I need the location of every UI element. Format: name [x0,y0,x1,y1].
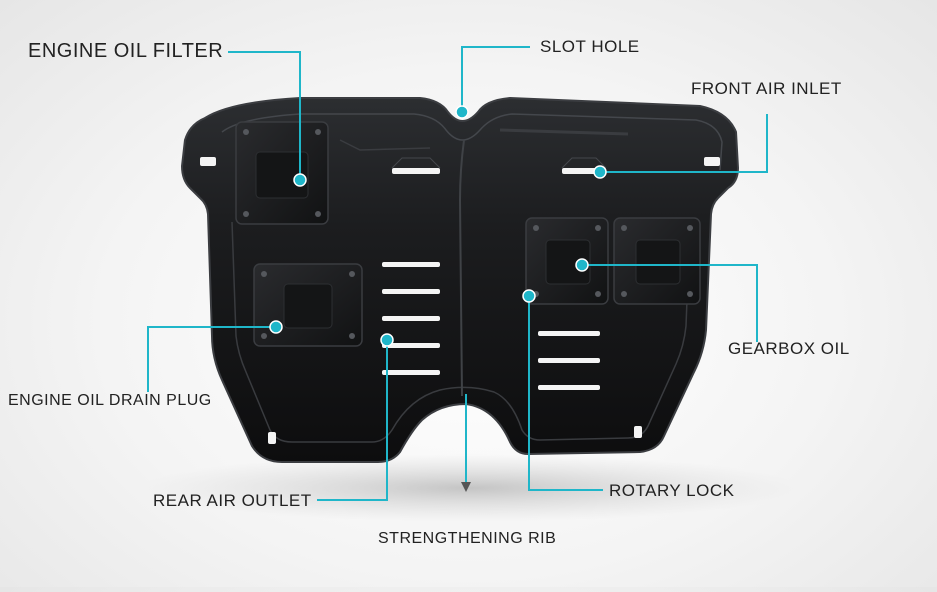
engine-oil-filter-pad [235,121,329,225]
dot-rear-air-outlet [380,333,394,347]
mount-slot-right [704,157,720,166]
label-front-air-inlet: FRONT AIR INLET [691,79,842,98]
callout-gearbox-oil [582,264,758,342]
right-vents [538,331,600,390]
floor-shadow [140,454,800,522]
label-gearbox-oil: GEARBOX OIL [728,339,850,358]
engine-oil-drain-plug-pad [253,263,363,347]
callout-slot-hole [461,46,530,112]
top-vent-left [392,168,440,174]
plate-inner-contour [221,113,723,171]
dot-engine-oil-filter [293,173,307,187]
gearbox-oil-pad [525,217,609,305]
label-slot-hole: SLOT HOLE [540,37,640,56]
dot-gearbox-oil [575,258,589,272]
callout-rotary-lock [528,296,603,491]
dot-rotary-lock [522,289,536,303]
label-rotary-lock: ROTARY LOCK [609,481,735,500]
label-rear-air-outlet: REAR AIR OUTLET [153,491,312,510]
callout-engine-oil-filter [228,51,301,180]
mount-slot-left [200,157,216,166]
label-strengthening-rib: STRENGTHENING RIB [378,530,557,547]
rear-vents [382,262,440,375]
side-ridge-left [339,139,431,151]
label-engine-oil-filter: ENGINE OIL FILTER [28,40,224,62]
dot-front-air-inlet [593,165,607,179]
center-rib [458,139,465,397]
dot-slot-hole [455,105,469,119]
mount-slot-bottom-left [268,432,276,444]
label-engine-oil-drain-plug: ENGINE OIL DRAIN PLUG [8,392,212,409]
callout-front-air-inlet [600,114,768,173]
callout-engine-oil-drain-plug [147,326,276,392]
dot-engine-oil-drain-plug [269,320,283,334]
rib-arrow-icon [461,482,471,492]
callout-lines [147,46,768,501]
callout-dots [269,105,607,347]
secondary-pad [613,217,701,305]
mount-slot-bottom-right [634,426,642,438]
side-ridge-right [499,128,629,136]
callout-rear-air-outlet [317,340,388,501]
